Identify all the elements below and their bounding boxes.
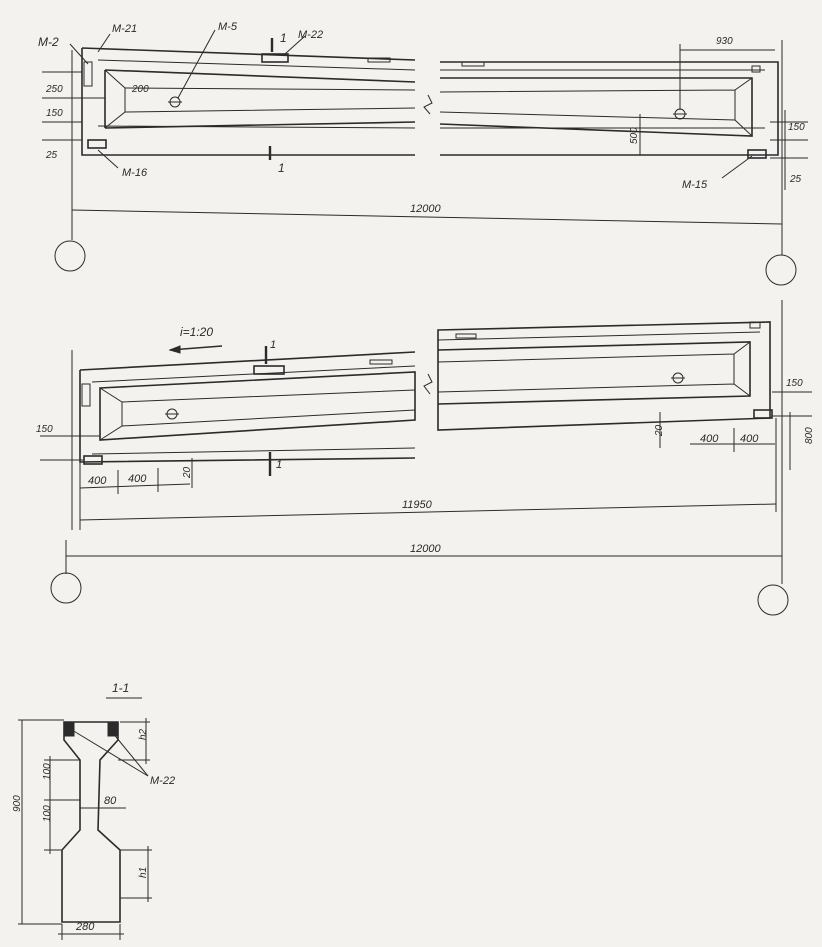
plate2-right-top <box>455 333 477 339</box>
dim2-800: 800 <box>804 427 815 444</box>
dim2-150-right: 150 <box>786 378 803 389</box>
axis-bubble-right-2 <box>757 584 789 616</box>
top-plates <box>63 721 75 737</box>
dim-200: 200 <box>131 84 149 95</box>
beam2-outline-right <box>437 321 771 431</box>
plate2-right-bottom <box>753 409 773 419</box>
inner-panel-left <box>104 69 416 129</box>
plate2-top-section <box>253 365 285 375</box>
break-line-view1 <box>423 94 433 115</box>
plate-m15 <box>747 149 767 159</box>
dim2-20-left: 20 <box>182 466 193 479</box>
axis-bubble-right-1 <box>765 254 797 286</box>
view-1: 1 1 М-2 М-21 М-5 М-22 М-16 М-15 250 150 … <box>38 21 808 286</box>
inner2-panel-left <box>99 371 416 441</box>
plate-right-end <box>751 65 761 73</box>
plate-m16 <box>87 139 107 149</box>
dim-900: 900 <box>12 795 23 812</box>
plate2-left-end <box>81 383 91 407</box>
dim2-400-d: 400 <box>740 433 759 445</box>
label-m21: М-21 <box>112 23 137 35</box>
slope-label: i=1:20 <box>180 325 213 339</box>
dim-h2: h2 <box>138 728 149 740</box>
dim2-400-c: 400 <box>700 433 719 445</box>
label-m16: М-16 <box>122 167 148 179</box>
section-title: 1-1 <box>112 681 129 695</box>
dim2-150-left: 150 <box>36 424 53 435</box>
dim2-400-a: 400 <box>88 475 107 487</box>
dim2-400-b: 400 <box>128 473 147 485</box>
dim-25-right: 25 <box>789 174 802 185</box>
plate2-right-end <box>749 321 761 329</box>
beam-outline-left <box>81 47 416 156</box>
dim-11950: 11950 <box>402 499 433 511</box>
section-1-1: 1-1 М-22 900 100 100 80 h2 h1 280 <box>12 681 175 940</box>
dim-250: 250 <box>45 84 63 95</box>
dim-12000-view1: 12000 <box>410 203 441 215</box>
dim-h1: h1 <box>138 867 149 878</box>
dim-150-right: 150 <box>788 122 805 133</box>
dim-100-bottom: 100 <box>42 805 53 822</box>
dim-80: 80 <box>104 795 117 807</box>
plate-right-top <box>461 61 485 67</box>
plate2-left-bottom <box>83 455 103 465</box>
plate-m22-top <box>261 53 289 63</box>
section2-mark-bottom-label: 1 <box>276 459 282 471</box>
section2-mark-top-label: 1 <box>270 339 276 351</box>
section-mark-top-label: 1 <box>280 31 287 45</box>
inner-panel-right <box>439 77 753 137</box>
beam-outline-right <box>440 61 779 156</box>
plate-top-right <box>367 57 391 63</box>
dim-12000-view2: 12000 <box>410 543 441 555</box>
inner2-panel-right <box>437 341 751 405</box>
dim-100-top: 100 <box>42 763 53 780</box>
dim-150-left: 150 <box>46 108 63 119</box>
section-label-m22: М-22 <box>150 775 175 787</box>
dim2-20-right: 20 <box>654 424 665 437</box>
i-beam-profile <box>61 721 121 923</box>
view-2: 1 1 i=1:20 150 400 400 20 150 20 400 400… <box>36 300 815 616</box>
dim-930: 930 <box>716 36 733 47</box>
label-m22: М-22 <box>298 29 323 41</box>
plate-m2 <box>83 61 93 87</box>
axis-bubble-left-1 <box>54 240 86 272</box>
section-mark-bottom-label: 1 <box>278 161 285 175</box>
axis-bubble-left-2 <box>50 572 82 604</box>
dim-280: 280 <box>75 921 95 933</box>
dim-25-left: 25 <box>45 150 58 161</box>
dim-500: 500 <box>629 127 640 144</box>
label-m2: М-2 <box>38 35 59 49</box>
label-m5: М-5 <box>218 21 238 33</box>
label-m15: М-15 <box>682 179 708 191</box>
break-line-view2 <box>423 373 433 395</box>
plate2-top-right <box>369 359 393 365</box>
